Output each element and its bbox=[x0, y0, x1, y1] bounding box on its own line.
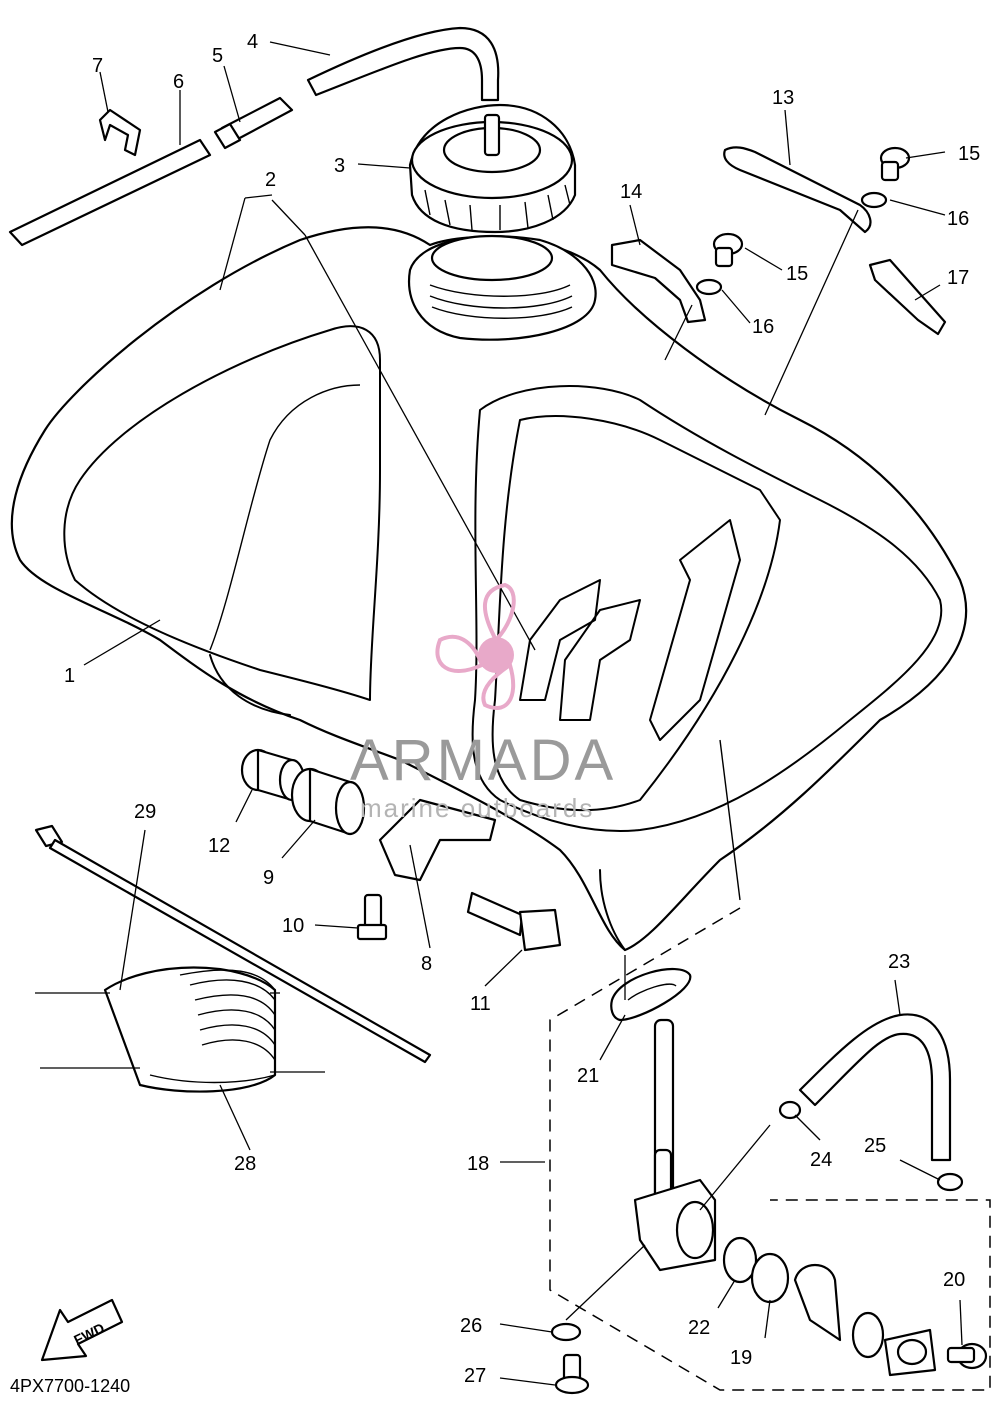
callout-12: 12 bbox=[208, 835, 230, 857]
callout-18: 18 bbox=[467, 1153, 489, 1175]
callout-15b: 15 bbox=[786, 263, 808, 285]
washer-16b bbox=[695, 278, 723, 296]
fuel-hose bbox=[798, 1013, 952, 1162]
screw-20 bbox=[946, 1342, 988, 1370]
callouts: 1 2 3 4 5 6 7 8 9 10 11 12 13 14 15 15 1… bbox=[64, 31, 980, 1387]
bolt-11 bbox=[466, 891, 562, 952]
bolt-15b bbox=[712, 232, 744, 268]
callout-7: 7 bbox=[92, 55, 103, 77]
mount-bracket-8 bbox=[378, 798, 497, 882]
callout-6: 6 bbox=[173, 71, 184, 93]
callout-3: 3 bbox=[334, 155, 345, 177]
callout-27: 27 bbox=[464, 1365, 486, 1387]
tank-bracket-17 bbox=[868, 258, 947, 336]
callout-23: 23 bbox=[888, 951, 910, 973]
fuel-tank bbox=[10, 226, 968, 952]
breather-pipe bbox=[8, 138, 212, 247]
fuel-cock-boundary bbox=[549, 907, 991, 1391]
fuel-cock-body bbox=[633, 1018, 717, 1272]
washer-26 bbox=[550, 1322, 582, 1342]
callout-1: 1 bbox=[64, 665, 75, 687]
callout-13: 13 bbox=[772, 87, 794, 109]
hose-clip-25 bbox=[936, 1172, 964, 1192]
callout-19: 19 bbox=[730, 1347, 752, 1369]
screw-27 bbox=[554, 1353, 590, 1395]
callout-4: 4 bbox=[247, 31, 258, 53]
watermark-tagline: marine outboards bbox=[360, 793, 594, 823]
callout-22: 22 bbox=[688, 1317, 710, 1339]
callout-21: 21 bbox=[577, 1065, 599, 1087]
breather-hose bbox=[306, 26, 500, 102]
callout-17: 17 bbox=[947, 267, 969, 289]
bolt-10 bbox=[356, 893, 388, 941]
watermark-brand: ARMADA bbox=[350, 728, 616, 793]
callout-2: 2 bbox=[265, 169, 276, 191]
callout-20: 20 bbox=[943, 1269, 965, 1291]
bolt-15a bbox=[879, 146, 911, 182]
forward-arrow-icon: FWD bbox=[40, 1298, 124, 1362]
callout-9: 9 bbox=[263, 867, 274, 889]
tank-bracket-14 bbox=[610, 238, 707, 324]
callout-10: 10 bbox=[282, 915, 304, 937]
diagram-code: 4PX7700-1240 bbox=[10, 1376, 130, 1396]
callout-15a: 15 bbox=[958, 143, 980, 165]
callout-25: 25 bbox=[864, 1135, 886, 1157]
callout-16a: 16 bbox=[947, 208, 969, 230]
tank-bracket-13 bbox=[723, 146, 872, 234]
breather-check-valve bbox=[213, 96, 294, 150]
cable-tie bbox=[34, 824, 432, 1064]
callout-28: 28 bbox=[234, 1153, 256, 1175]
protector-boot bbox=[35, 966, 325, 1093]
callout-29: 29 bbox=[134, 801, 156, 823]
callout-11: 11 bbox=[470, 993, 491, 1015]
leader-lines bbox=[83, 41, 963, 1386]
callout-5: 5 bbox=[212, 45, 223, 67]
callout-26: 26 bbox=[460, 1315, 482, 1337]
hose-clip-24 bbox=[778, 1100, 802, 1120]
fuel-cock-gasket-21 bbox=[610, 967, 692, 1022]
callout-8: 8 bbox=[421, 953, 432, 975]
callout-16b: 16 bbox=[752, 316, 774, 338]
propeller-logo-icon bbox=[435, 582, 516, 711]
callout-14: 14 bbox=[620, 181, 642, 203]
washer-16a bbox=[860, 191, 888, 209]
watermark: ARMADA marine outboards bbox=[350, 582, 616, 823]
callout-24: 24 bbox=[810, 1149, 832, 1171]
damper-9 bbox=[290, 767, 366, 836]
fuel-cap bbox=[408, 103, 577, 234]
hose-clip bbox=[98, 108, 142, 157]
fuel-cock-parts bbox=[722, 1236, 988, 1377]
